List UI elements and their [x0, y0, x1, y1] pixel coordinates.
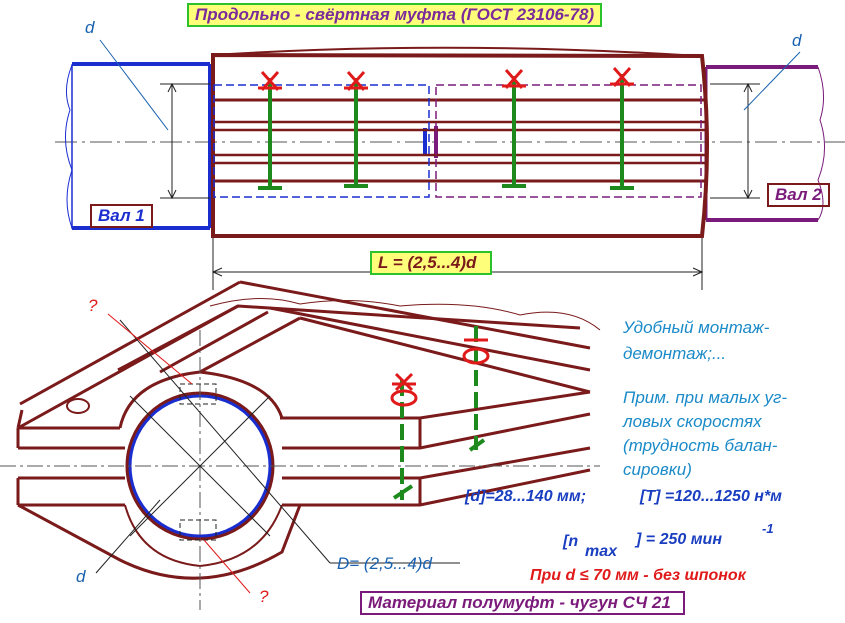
- material-label: Материал полумуфт - чугун СЧ 21: [360, 591, 685, 615]
- length-label: L = (2,5...4)d: [370, 251, 493, 275]
- shaft-right-hidden-end: [435, 84, 702, 198]
- spec-torque: [T] =120...1250 н*м: [640, 488, 783, 505]
- question-mark-top: ?: [88, 296, 98, 315]
- diagram-title: Продольно - свёртная муфта (ГОСТ 23106-7…: [187, 3, 603, 27]
- spec-diameter: [d]=28...140 мм;: [465, 488, 587, 505]
- diameter-symbol-top-right: d: [792, 31, 802, 50]
- diameter-symbol-bottom: d: [76, 567, 86, 586]
- bolt-top-3: [502, 69, 526, 188]
- leader-d-left: [99, 39, 169, 131]
- leader-question-top: [107, 313, 193, 385]
- shaft-left-hidden-end: [213, 84, 430, 198]
- spec-keyless-note: При d ≤ 70 мм - без шпонок: [530, 567, 746, 584]
- diameter-dimension-right: [710, 82, 760, 200]
- shaft-left-label: Вал 1: [90, 204, 153, 228]
- bolt-iso-2: [462, 326, 490, 452]
- note-line: ловых скоростях: [623, 412, 762, 431]
- diameter-line-outer: [119, 319, 331, 564]
- leader-d-right: [743, 51, 801, 111]
- leader-question-bottom: [203, 539, 251, 594]
- bolt-iso-1: [390, 372, 418, 500]
- note-line: (трудность балан-: [623, 436, 778, 455]
- diameter-dimension-left: [160, 82, 210, 200]
- key-slot-bottom: [179, 519, 217, 541]
- diameter-symbol-top-left: d: [85, 18, 95, 37]
- note-line: Прим. при малых уг-: [623, 388, 788, 407]
- note-line: Удобный монтаж-: [623, 318, 770, 337]
- outer-diameter-label: D= (2,5...4)d: [337, 554, 432, 573]
- bolt-top-4: [610, 67, 634, 190]
- coupling-isometric: [16, 280, 601, 580]
- bolt-top-2: [344, 71, 368, 188]
- spec-speed-subscript: max: [585, 543, 618, 560]
- key-slot-top: [179, 383, 217, 405]
- note-line: сировки): [623, 460, 692, 479]
- spec-speed-open: [n: [563, 533, 579, 550]
- spec-speed-value: ] = 250 мин: [636, 531, 722, 548]
- spec-speed-exponent: -1: [762, 521, 774, 536]
- note-line: демонтаж;...: [623, 344, 727, 363]
- diameter-line-2: [129, 395, 271, 537]
- leader-d-bottom: [95, 499, 161, 574]
- bolt-top-1: [258, 71, 282, 190]
- shaft-right-label: Вал 2: [767, 183, 830, 207]
- shaft-left: [65, 62, 427, 230]
- question-mark-bottom: ?: [259, 587, 269, 606]
